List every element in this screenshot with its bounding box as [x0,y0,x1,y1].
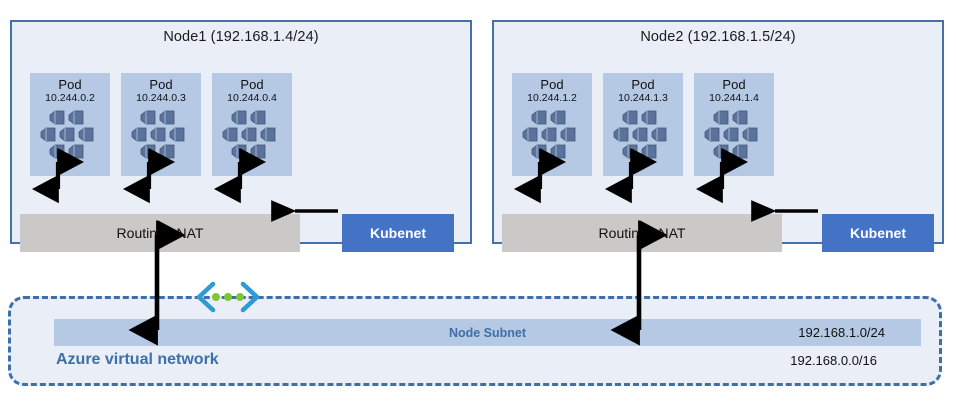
kubenet-box: Kubenet [342,214,454,252]
pod-ip: 10.244.1.2 [527,92,577,104]
pod-label: Pod [540,77,564,92]
azure-vnet-cidr: 192.168.0.0/16 [790,353,877,368]
kubenet-box: Kubenet [822,214,934,252]
routing-nat-label: Routing / NAT [116,225,204,241]
container-cluster-icon [40,110,94,159]
node-panel-node2: Node2 (192.168.1.5/24) Pod 10.244.1.2 Po… [492,20,944,252]
pod-box: Pod 10.244.1.3 [603,73,683,176]
pod-box: Pod 10.244.0.2 [30,73,110,176]
pod-box: Pod 10.244.1.2 [512,73,592,176]
pod-label: Pod [58,77,82,92]
node-title: Node2 (192.168.1.5/24) [640,29,796,45]
routing-nat-bar: Routing / NAT [502,214,782,252]
routing-nat-label: Routing / NAT [598,225,686,241]
node-subnet-cidr: 192.168.1.0/24 [798,325,885,340]
azure-vnet-name: Azure virtual network [56,351,219,368]
pod-box: Pod 10.244.0.4 [212,73,292,176]
node-title: Node1 (192.168.1.4/24) [163,29,319,45]
container-cluster-icon [704,110,758,159]
pod-ip: 10.244.0.3 [136,92,186,104]
node-subnet-bar: Node Subnet 192.168.1.0/24 [54,319,921,346]
kubenet-label: Kubenet [370,225,426,241]
pod-ip: 10.244.0.4 [227,92,277,104]
container-cluster-icon [522,110,576,159]
pod-box: Pod 10.244.1.4 [694,73,774,176]
container-cluster-icon [613,110,667,159]
pod-label: Pod [240,77,264,92]
container-cluster-icon [131,110,185,159]
pod-label: Pod [631,77,655,92]
container-cluster-icon [222,110,276,159]
pod-box: Pod 10.244.0.3 [121,73,201,176]
pod-label: Pod [722,77,746,92]
node-subnet-label: Node Subnet [448,325,527,340]
routing-nat-bar: Routing / NAT [20,214,300,252]
kubenet-label: Kubenet [850,225,906,241]
pod-ip: 10.244.1.3 [618,92,668,104]
pod-ip: 10.244.1.4 [709,92,759,104]
pod-label: Pod [149,77,173,92]
azure-vnet-box: Node Subnet 192.168.1.0/24 Azure virtual… [8,296,942,386]
pod-ip: 10.244.0.2 [45,92,95,104]
node-panel-node1: Node1 (192.168.1.4/24) Pod 10.244.0.2 Po… [10,20,472,252]
